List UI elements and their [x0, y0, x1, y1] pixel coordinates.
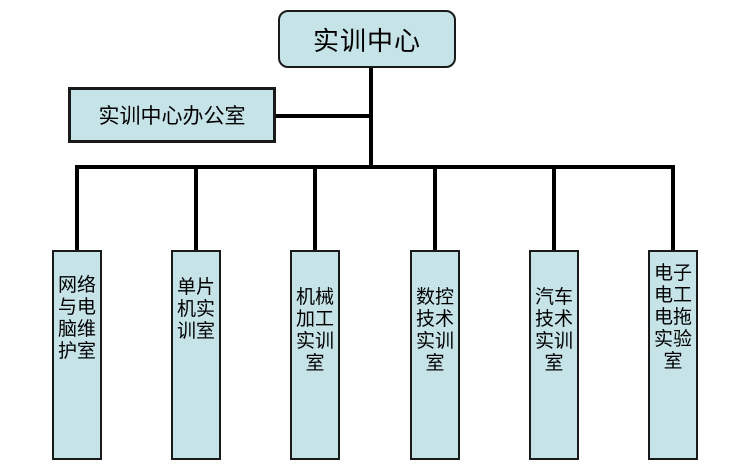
lab-node-mcu: 单片机实训室 [171, 250, 221, 460]
lab-4-connector [433, 165, 437, 251]
horizontal-bus [75, 165, 675, 169]
office-node: 实训中心办公室 [68, 87, 276, 143]
lab-6-connector [671, 165, 675, 251]
root-node-label: 实训中心 [312, 26, 421, 57]
lab-node-cnc: 数控技术实训室 [410, 250, 460, 460]
office-connector [276, 114, 371, 118]
lab-2-connector [194, 165, 198, 251]
lab-node-label: 网络与电脑维护室 [57, 274, 96, 362]
lab-node-label: 数控技术实训室 [415, 286, 454, 374]
trunk-connector [369, 68, 373, 166]
lab-node-label: 单片机实训室 [176, 276, 215, 342]
lab-node-label: 汽车技术实训室 [534, 286, 573, 374]
lab-3-connector [313, 165, 317, 251]
lab-node-network: 网络与电脑维护室 [52, 250, 102, 460]
lab-node-machining: 机械加工实训室 [290, 250, 340, 460]
lab-node-automotive: 汽车技术实训室 [529, 250, 579, 460]
root-node: 实训中心 [278, 10, 456, 68]
lab-5-connector [552, 165, 556, 251]
lab-node-label: 机械加工实训室 [295, 286, 334, 374]
office-node-label: 实训中心办公室 [98, 104, 246, 128]
lab-node-electrical: 电子电工电拖实验室 [648, 250, 698, 460]
lab-1-connector [75, 165, 79, 251]
lab-node-label: 电子电工电拖实验室 [653, 262, 692, 372]
